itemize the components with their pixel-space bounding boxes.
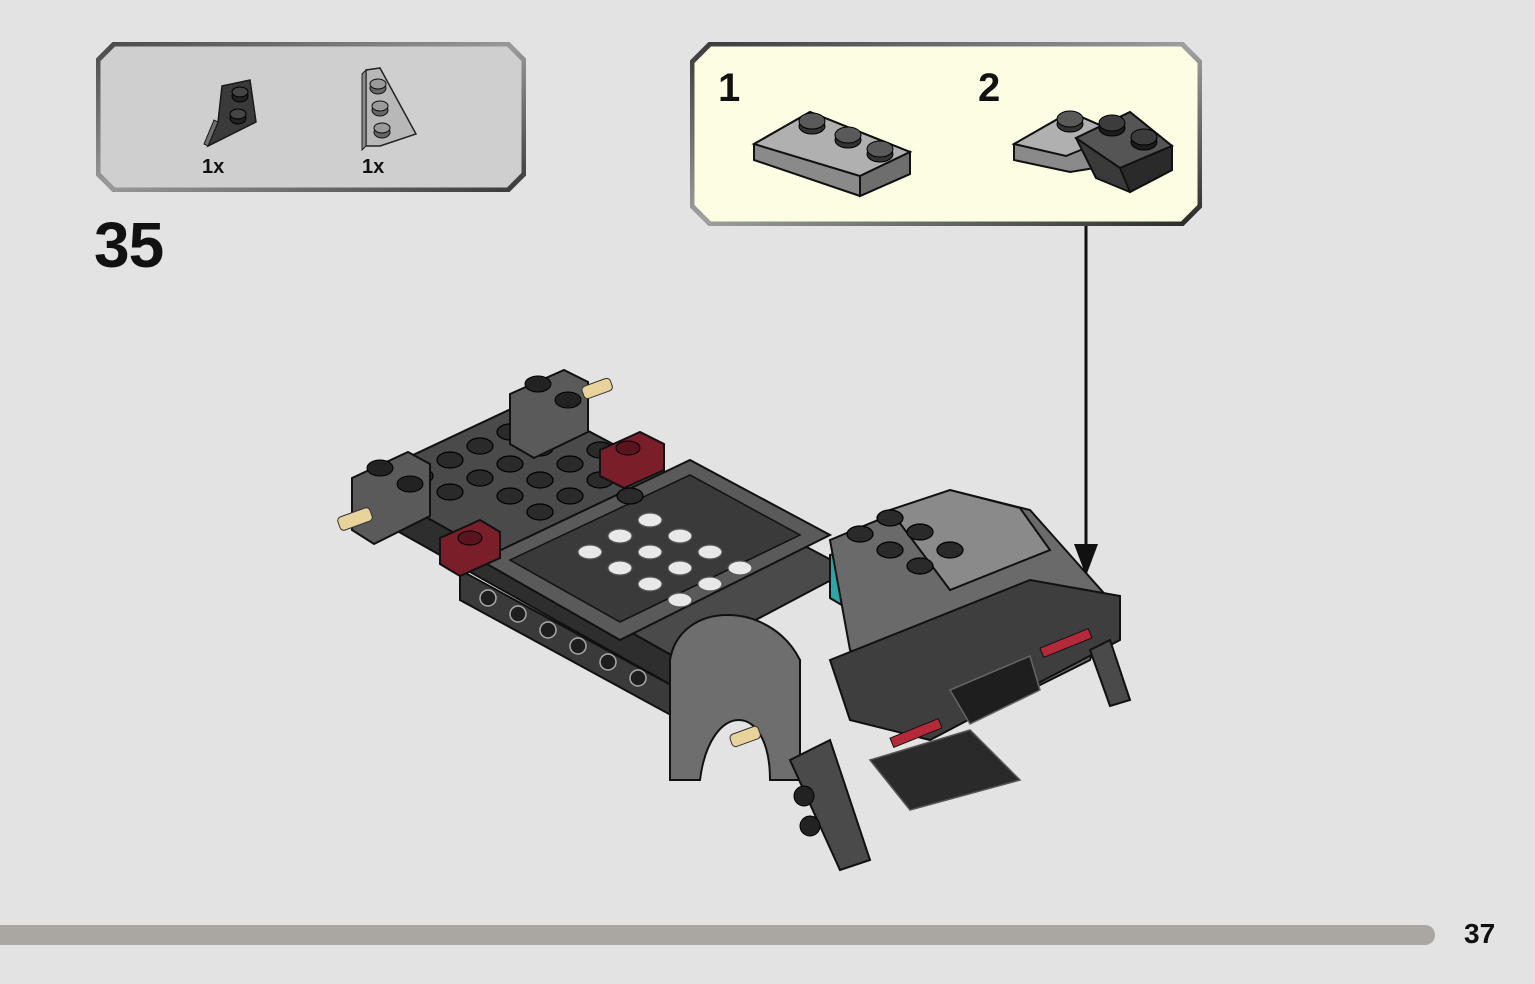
- placement-arrow-icon: [1074, 226, 1098, 576]
- subassembly-step-number: 1: [718, 66, 741, 110]
- subassembly-callout: 1 2: [690, 42, 1202, 226]
- page-progress-bar: [0, 925, 1435, 945]
- wedge-plate-left-icon: [203, 79, 257, 148]
- parts-callout-frame: [96, 42, 526, 192]
- car-chassis-build-icon: [337, 368, 1132, 872]
- subassembly-step-number: 2: [978, 66, 1001, 110]
- part-qty: 1x: [202, 156, 225, 178]
- wedge-plate-right-icon: [361, 67, 418, 152]
- part-qty: 1x: [362, 156, 385, 178]
- step-number: 35: [94, 209, 164, 281]
- wedge-plate-stacked-icon: [1011, 110, 1174, 194]
- parts-callout: 1x 1x: [96, 42, 526, 192]
- page-number: 37: [1464, 918, 1496, 949]
- wedge-plate-icon: [751, 110, 913, 198]
